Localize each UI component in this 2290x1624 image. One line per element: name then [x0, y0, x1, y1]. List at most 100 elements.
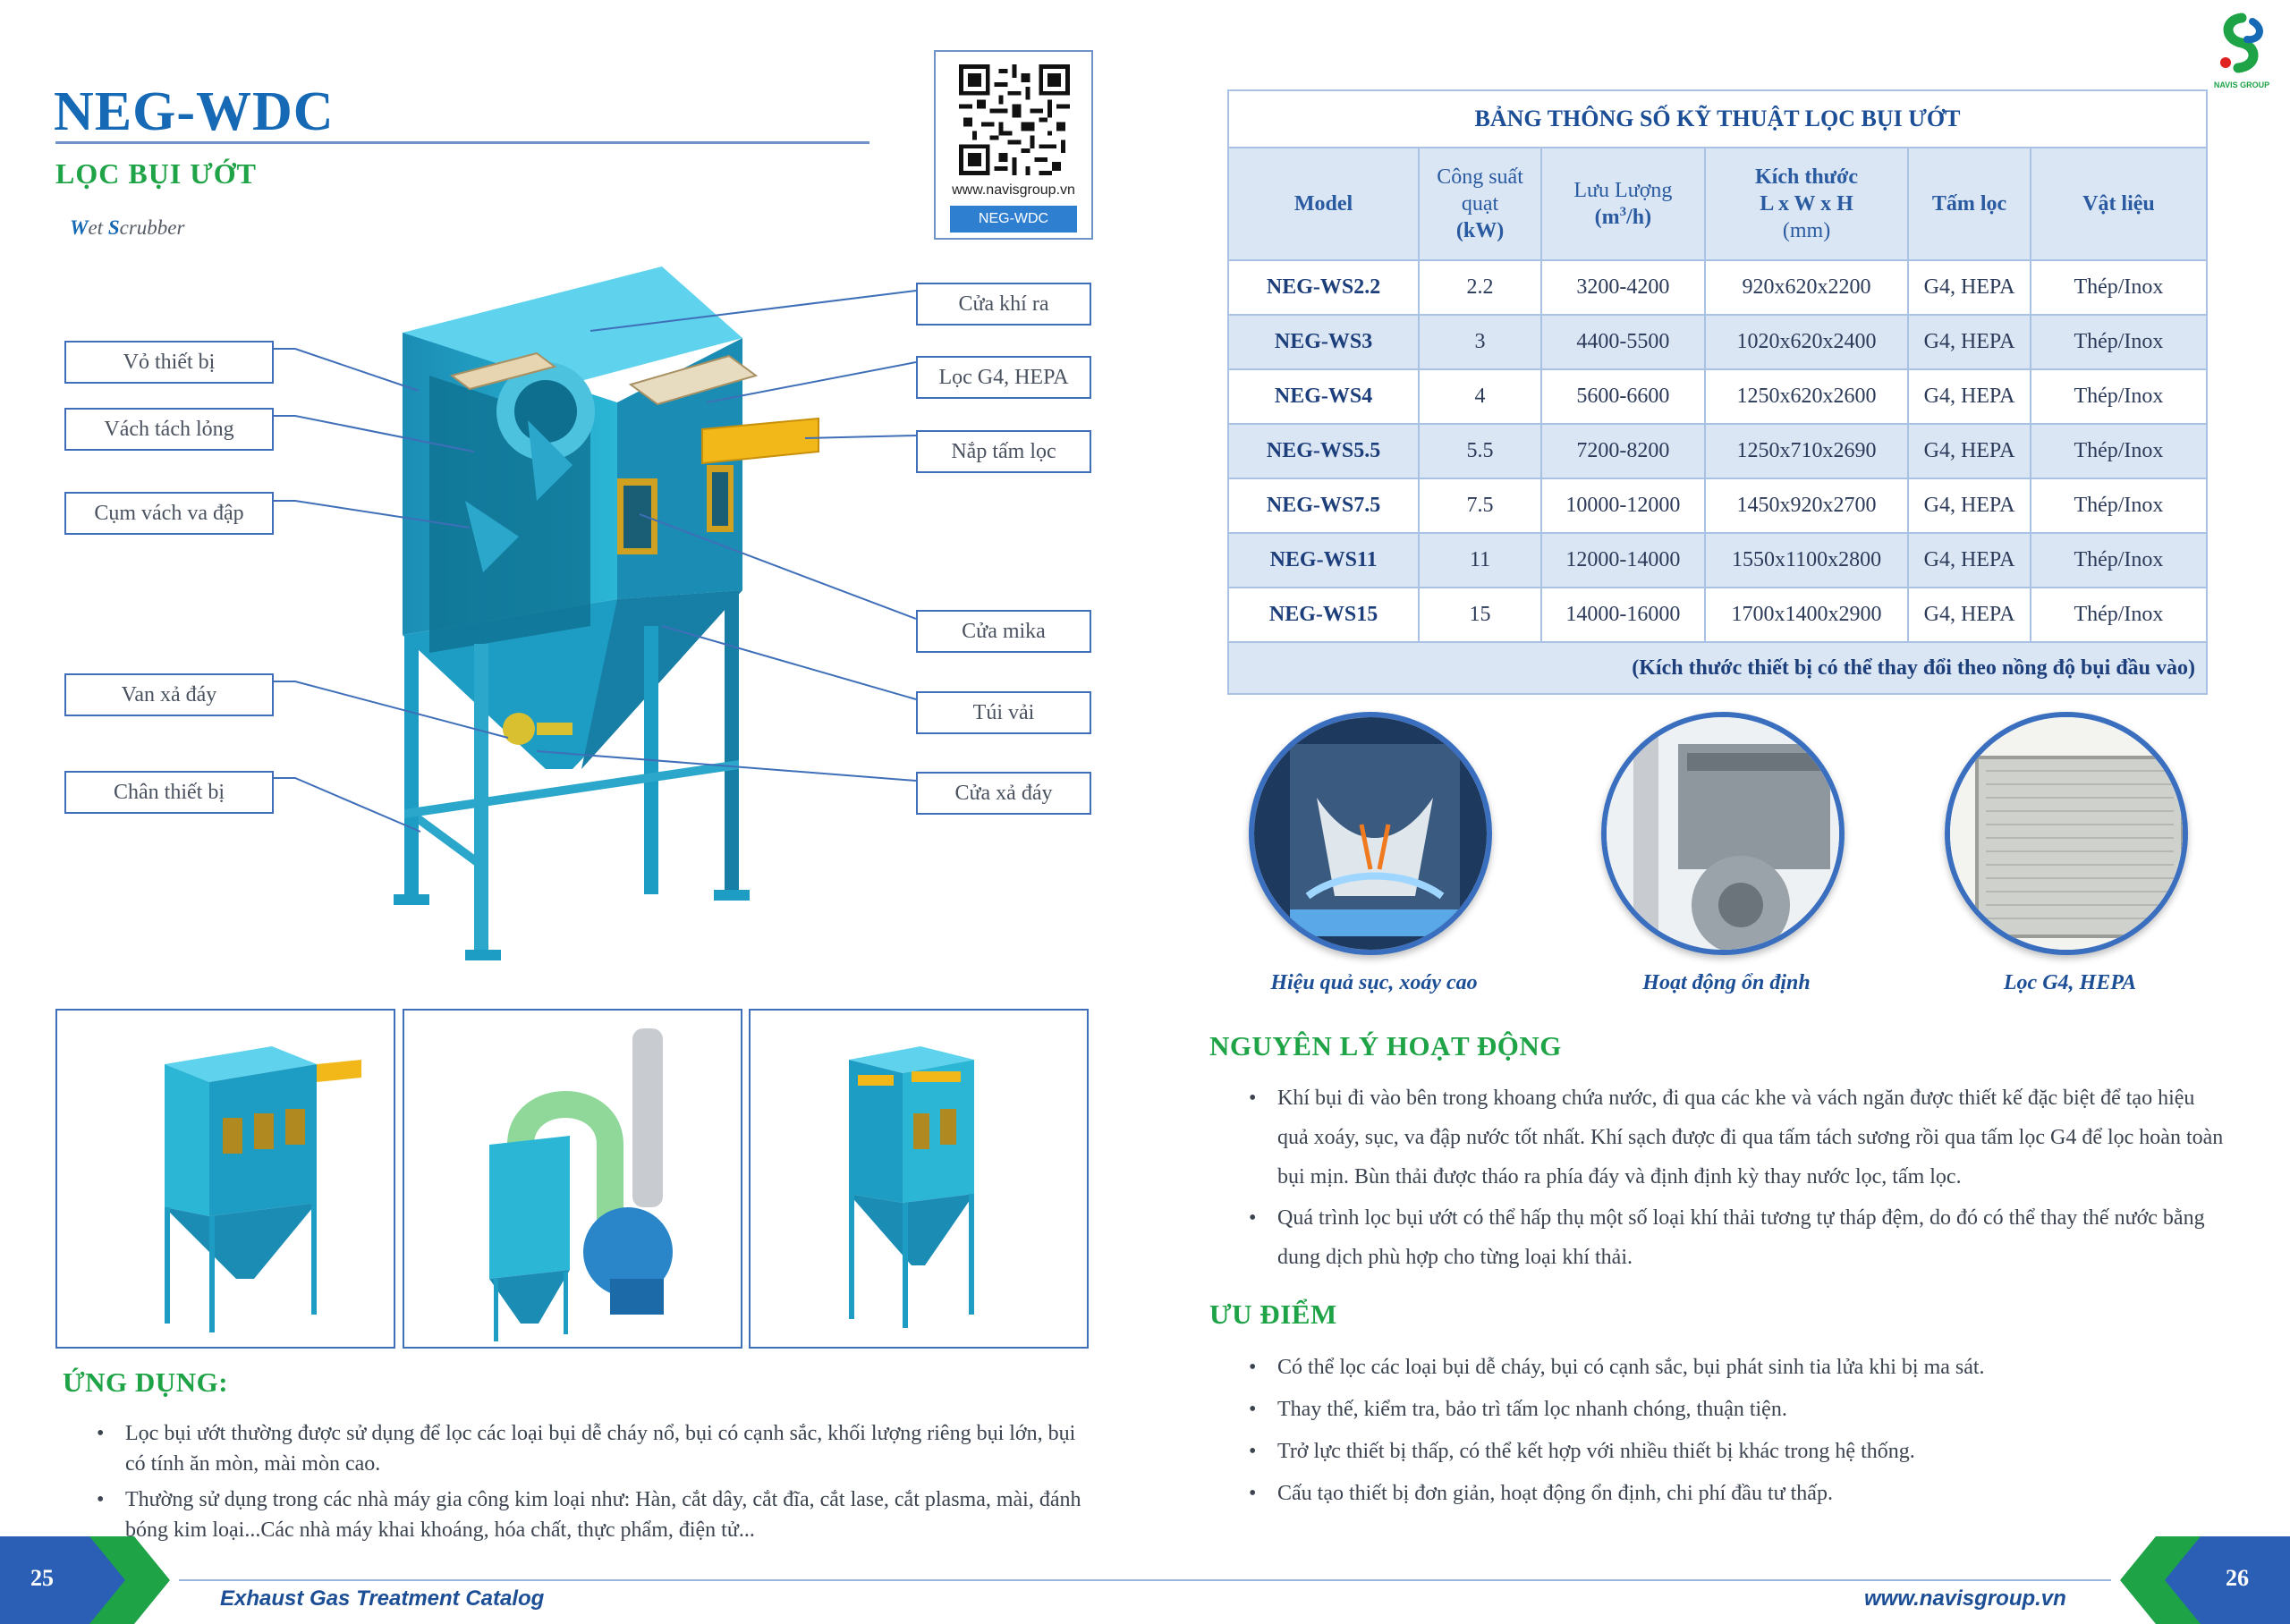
cell-material: Thép/Inox [2029, 314, 2209, 370]
callout-device-shell: Vỏ thiết bị [64, 341, 274, 384]
cell-flow: 4400-5500 [1539, 314, 1706, 370]
cell-power: 3 [1418, 314, 1542, 370]
principle-heading: NGUYÊN LÝ HOẠT ĐỘNG [1209, 1030, 1562, 1062]
title-divider [55, 141, 869, 144]
product-photo-1[interactable] [55, 1009, 395, 1349]
right-page-number: 26 [2226, 1565, 2249, 1591]
cell-power: 11 [1418, 532, 1542, 588]
product-photo-3[interactable] [749, 1009, 1089, 1349]
cell-filter: G4, HEPA [1907, 532, 2031, 588]
cell-material: Thép/Inox [2029, 532, 2209, 588]
scrubber-render-1 [165, 1046, 361, 1332]
cell-filter: G4, HEPA [1907, 259, 2031, 316]
navis-group-logo: NAVIS GROUP [2214, 13, 2269, 89]
qr-model-tag: NEG-WDC [950, 206, 1077, 233]
cell-model: NEG-WS4 [1226, 368, 1421, 425]
scrubber-with-fan-render [489, 1028, 673, 1341]
cell-material: Thép/Inox [2029, 587, 2209, 643]
left-page-number: 25 [30, 1565, 54, 1591]
principle-item: Quá trình lọc bụi ướt có thể hấp thụ một… [1242, 1198, 2226, 1277]
qr-url-text: www.navisgroup.vn [952, 182, 1075, 198]
product-title-vn: LỌC BỤI ƯỚT [55, 157, 257, 190]
principle-item: Khí bụi đi vào bên trong khoang chứa nướ… [1242, 1078, 2226, 1197]
cell-model: NEG-WS5.5 [1226, 423, 1421, 479]
qr-code-icon [959, 64, 1070, 175]
cell-size: 1250x710x2690 [1703, 423, 1910, 479]
left-page-badge [0, 1536, 170, 1624]
leader-lines [274, 290, 917, 833]
callout-fabric-bag: Túi vải [916, 691, 1091, 734]
callout-device-legs: Chân thiết bị [64, 771, 274, 814]
application-heading: ỨNG DỤNG: [63, 1366, 229, 1398]
feature-swirl-caption: Hiệu quả sục, xoáy cao [1270, 971, 1478, 994]
callout-filter-cover: Nắp tấm lọc [916, 430, 1091, 473]
cell-size: 1700x1400x2900 [1703, 587, 1910, 643]
feature-stable-caption: Hoạt động ổn định [1642, 971, 1811, 994]
callout-mica-window: Cửa mika [916, 610, 1091, 653]
cell-filter: G4, HEPA [1907, 314, 2031, 370]
col-header-material: Vật liệu [2029, 147, 2209, 261]
product-photo-2[interactable] [403, 1009, 742, 1349]
spec-table: BẢNG THÔNG SỐ KỸ THUẬT LỌC BỤI ƯỚT Model… [1226, 89, 2209, 695]
cell-filter: G4, HEPA [1907, 587, 2031, 643]
feature-swirl: Hiệu quả sục, xoáy cao [1249, 712, 1508, 994]
scrubber-render-3 [849, 1046, 974, 1328]
cell-flow: 7200-8200 [1539, 423, 1706, 479]
application-list: Lọc bụi ướt thường được sử dụng để lọc c… [89, 1418, 1082, 1545]
logo-text: NAVIS GROUP [2214, 80, 2269, 89]
cell-flow: 12000-14000 [1539, 532, 1706, 588]
cell-material: Thép/Inox [2029, 259, 2209, 316]
advantage-item: Có thể lọc các loại bụi dễ cháy, bụi có … [1242, 1347, 2226, 1389]
cell-flow: 10000-12000 [1539, 478, 1706, 534]
feature-swirl-image [1249, 712, 1492, 955]
callout-bottom-drain: Cửa xả đáy [916, 772, 1091, 815]
cell-size: 1550x1100x2800 [1703, 532, 1910, 588]
cell-model: NEG-WS7.5 [1226, 478, 1421, 534]
feature-filter-caption: Lọc G4, HEPA [2003, 971, 2137, 994]
cell-model: NEG-WS3 [1226, 314, 1421, 370]
cell-filter: G4, HEPA [1907, 478, 2031, 534]
callout-drain-valve: Van xả đáy [64, 673, 274, 716]
cell-model: NEG-WS15 [1226, 587, 1421, 643]
advantage-item: Thay thế, kiểm tra, bảo trì tấm lọc nhan… [1242, 1389, 2226, 1431]
scrubber-machine [394, 266, 819, 960]
col-header-filter: Tấm lọc [1907, 147, 2031, 261]
feature-stable: Hoạt động ổn định [1601, 712, 1861, 994]
col-header-flow: Lưu Lượng(m3/h) [1539, 147, 1706, 261]
product-title-en: Wet Scrubber [70, 216, 185, 239]
qr-code-card[interactable]: www.navisgroup.vn NEG-WDC [934, 50, 1093, 240]
cell-size: 1250x620x2600 [1703, 368, 1910, 425]
advantages-list: Có thể lọc các loại bụi dễ cháy, bụi có … [1242, 1347, 2226, 1515]
footer-website-link[interactable]: www.navisgroup.vn [1864, 1586, 2066, 1611]
advantage-item: Cấu tạo thiết bị đơn giản, hoạt động ổn … [1242, 1473, 2226, 1515]
callout-air-outlet: Cửa khí ra [916, 283, 1091, 326]
cell-model: NEG-WS11 [1226, 532, 1421, 588]
product-code-title: NEG-WDC [54, 81, 335, 142]
cell-filter: G4, HEPA [1907, 368, 2031, 425]
feature-filter-image [1945, 712, 2188, 955]
advantage-item: Trở lực thiết bị thấp, có thể kết hợp vớ… [1242, 1431, 2226, 1473]
col-header-model: Model [1226, 147, 1421, 261]
footer-divider [179, 1579, 2111, 1581]
spec-table-title: BẢNG THÔNG SỐ KỸ THUẬT LỌC BỤI ƯỚT [1227, 89, 2208, 148]
catalog-name: Exhaust Gas Treatment Catalog [220, 1586, 545, 1611]
cell-power: 15 [1418, 587, 1542, 643]
cell-size: 920x620x2200 [1703, 259, 1910, 316]
cell-material: Thép/Inox [2029, 368, 2209, 425]
cell-material: Thép/Inox [2029, 423, 2209, 479]
cell-power: 7.5 [1418, 478, 1542, 534]
principle-list: Khí bụi đi vào bên trong khoang chứa nướ… [1242, 1078, 2226, 1277]
cell-size: 1450x920x2700 [1703, 478, 1910, 534]
application-item: Thường sử dụng trong các nhà máy gia côn… [89, 1484, 1082, 1545]
cell-flow: 3200-4200 [1539, 259, 1706, 316]
callout-g4-hepa-filter: Lọc G4, HEPA [916, 356, 1091, 399]
cell-power: 5.5 [1418, 423, 1542, 479]
